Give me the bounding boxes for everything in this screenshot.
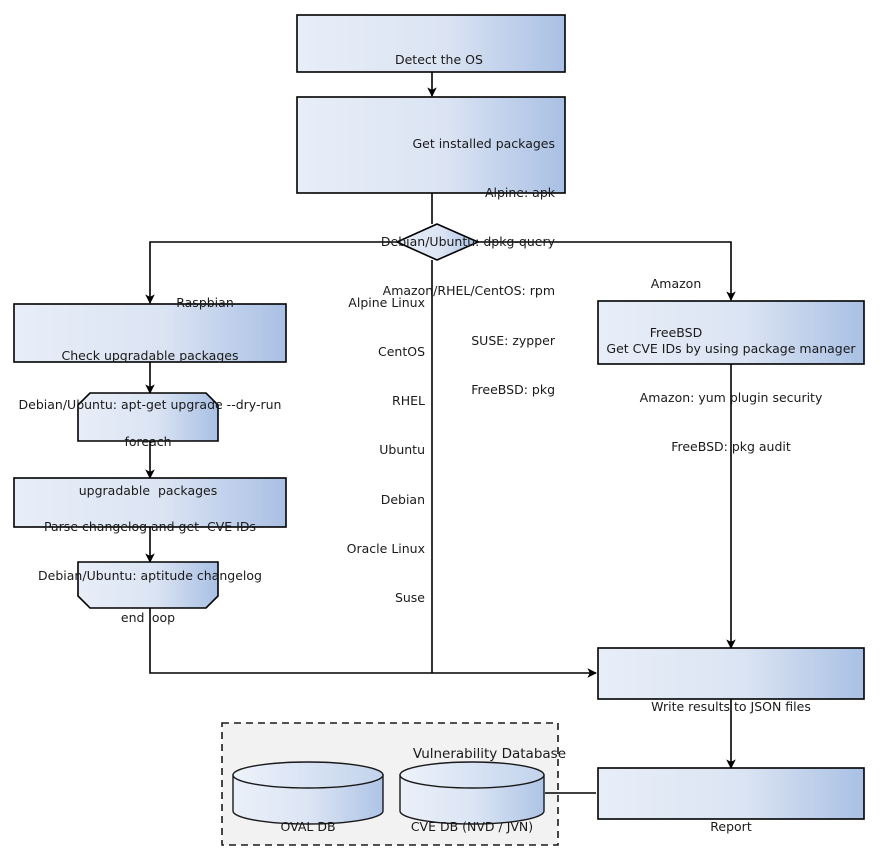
edge-decision-to-check-upgradable — [145, 241, 397, 304]
connectors — [145, 72, 736, 794]
edge-label-linux-distros: Alpine Linux CentOS RHEL Ubuntu Debian O… — [346, 294, 425, 606]
edge-endloop-to-write-results — [149, 608, 597, 678]
node-get-installed-packages-shape[interactable] — [296, 96, 566, 194]
edge-label-amazon-freebsd: Amazon FreeBSD — [649, 275, 703, 341]
node-parse-changelog-shape[interactable] — [13, 477, 287, 528]
edge-decision-to-cve-package-manager — [478, 241, 736, 301]
edge-label-raspbian: Raspbian — [176, 294, 234, 310]
node-foreach-shape[interactable] — [77, 392, 219, 442]
node-get-cve-ids-pm-shape[interactable] — [597, 300, 865, 365]
node-end-loop-shape[interactable] — [77, 561, 219, 609]
vulnerability-database-title: Vulnerability Database — [412, 746, 566, 762]
node-check-upgradable-shape[interactable] — [13, 303, 287, 363]
node-os-decision-shape[interactable] — [395, 223, 480, 261]
node-detect-os-shape[interactable] — [296, 14, 566, 73]
node-write-results-shape[interactable] — [597, 647, 865, 700]
node-cve-db-shape[interactable] — [399, 761, 545, 825]
node-oval-db-shape[interactable] — [232, 761, 384, 825]
node-report-shape[interactable] — [597, 767, 865, 820]
